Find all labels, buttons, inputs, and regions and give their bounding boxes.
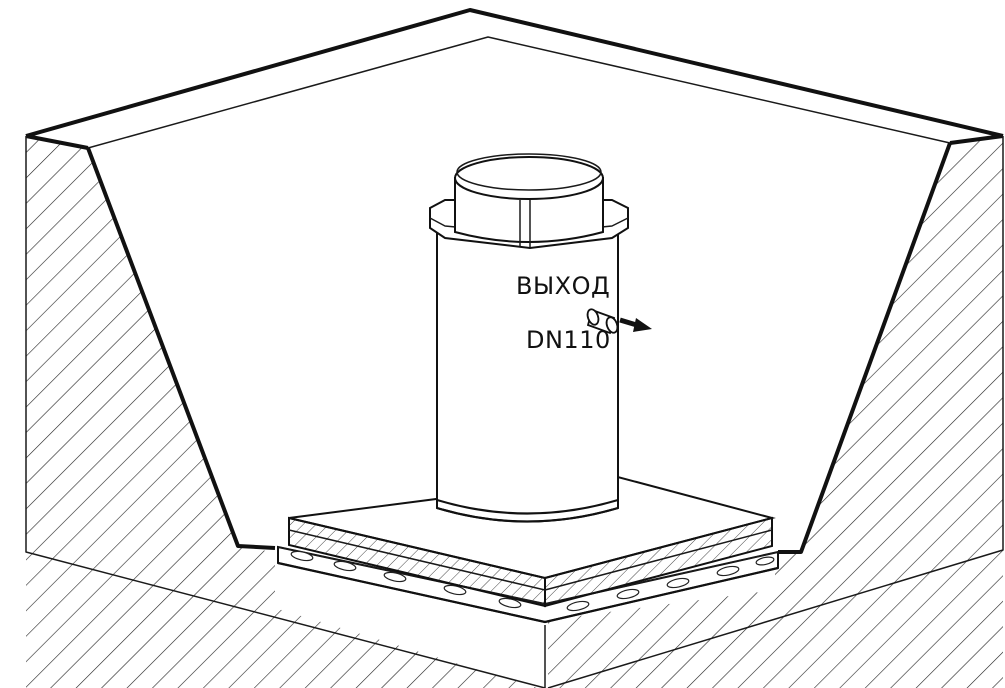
tank-lid: [454, 156, 604, 200]
slab-front-right: [544, 516, 773, 608]
soil-right: [548, 136, 1003, 688]
flow-arrow-icon: [619, 317, 652, 332]
pit-wall-right: [778, 142, 952, 554]
outlet-label: ВЫХОД: [516, 272, 610, 300]
pit-outer-rim: [25, 8, 1004, 138]
pit-wall-left: [86, 147, 276, 550]
outlet-pipe: [586, 308, 619, 335]
pit-inner-rim: [87, 36, 951, 149]
soil-left: [26, 136, 539, 688]
concrete-slab: [288, 474, 776, 608]
septic-tank: [429, 153, 629, 523]
pipe-diameter-label: DN110: [526, 326, 611, 354]
